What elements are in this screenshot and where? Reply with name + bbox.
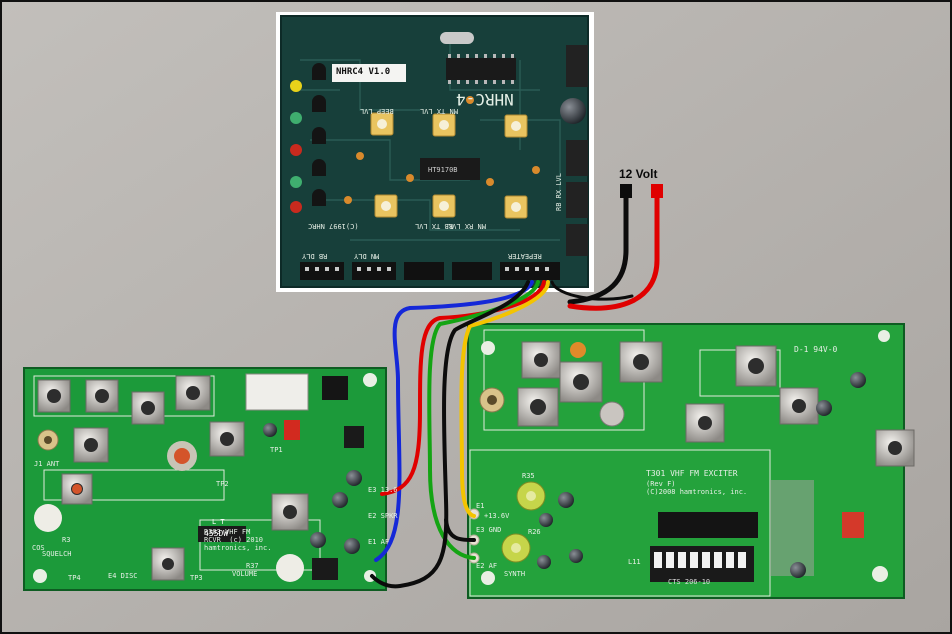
receiver-filter-label-1: L T [212, 518, 225, 526]
receiver-label-e2: E2 SPKR [368, 512, 398, 520]
exciter-title-line-1: T301 VHF FM EXCITER [646, 469, 738, 478]
receiver-title-line-2: RCVR (c) 2010 [204, 536, 264, 544]
controller-pot-label-4: RB RX LVL [554, 173, 563, 211]
receiver-label-tp2: TP2 [216, 480, 229, 488]
exciter-label-af: E2 AF [476, 562, 498, 570]
controller-board [276, 12, 594, 292]
receiver-label-squelch: SQUELCH [42, 550, 72, 558]
receiver-label-disc: E4 DISC [108, 572, 138, 580]
receiver-label-tp1: TP1 [270, 446, 283, 454]
exciter-board [467, 323, 915, 599]
controller-copyright: (C)1997 NHRC [308, 222, 359, 230]
receiver-board [23, 367, 387, 591]
controller-pin-label-j1: REPEATER [508, 252, 542, 260]
exciter-label-synth: SYNTH [504, 570, 526, 578]
controller-pot-label-2: BEEP LVL [360, 107, 394, 115]
controller-pin-label-j4: MN DLY [354, 252, 380, 260]
receiver-label-r3: R3 [62, 536, 71, 544]
exciter-title-line-2: (Rev F) [646, 480, 676, 488]
receiver-title-line-3: hamtronics, inc. [204, 544, 272, 552]
receiver-label-e1: E1 AF [368, 538, 390, 546]
receiver-filter-label-2: 455DW [204, 529, 229, 538]
exciter-switch-label: CTS 206-10 [668, 578, 711, 586]
controller-chip-label: HT9170B [428, 166, 458, 174]
exciter-label-e1: E1 [476, 502, 485, 510]
receiver-label-e3: E3 13.6 [368, 486, 398, 494]
controller-pot-label-5: MN RX LVL [448, 222, 486, 230]
exciter-label-136v: +13.6V [484, 512, 510, 520]
receiver-label-tp3: TP3 [190, 574, 203, 582]
receiver-label-tp4: TP4 [68, 574, 81, 582]
exciter-title-line-3: (C)2008 hamtronics, inc. [646, 488, 748, 496]
wiring-harness [370, 193, 660, 589]
controller-version-sticker: NHRC4 V1.0 [336, 67, 391, 77]
controller-pot-label-1: MN TX LVL [420, 107, 458, 115]
controller-pin-label-j5: RB DLY [302, 252, 328, 260]
exciter-label-gnd: E3 GND [476, 526, 502, 534]
receiver-title-line-1: R303 VHF FM [204, 528, 251, 536]
exciter-label-r26: R26 [528, 528, 541, 536]
exciter-label-r35: R35 [522, 472, 535, 480]
receiver-label-ant: J1 ANT [34, 460, 60, 468]
receiver-label-r37: R37 [246, 562, 259, 570]
exciter-header-mark: D-1 94V-0 [794, 345, 838, 354]
exciter-label-s1: L11 [628, 558, 641, 566]
power-label: 12 Volt [619, 167, 658, 181]
controller-board-title: NHRC-4 [456, 90, 514, 109]
receiver-label-cos: COS [32, 544, 45, 552]
receiver-label-volume: VOLUME [232, 570, 258, 578]
